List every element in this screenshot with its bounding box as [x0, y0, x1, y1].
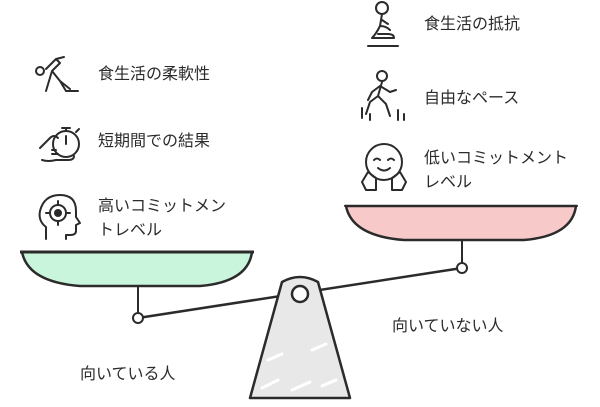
walking-person-icon	[361, 70, 405, 121]
left-pan	[20, 250, 254, 288]
fulcrum-bolt	[290, 284, 310, 304]
left-pivot	[132, 312, 144, 324]
left-caption: 向いている人	[80, 364, 176, 383]
yoga-pose-icon	[35, 56, 79, 92]
right-item-2-label: 自由なペース	[424, 88, 520, 107]
right-pivot	[456, 262, 468, 274]
stopwatch-hand-icon	[39, 127, 80, 162]
left-item-3-label: 高いコミットメントレベル	[98, 196, 227, 239]
fulcrum-hatch	[260, 342, 338, 392]
fulcrum	[248, 275, 352, 400]
relaxed-face-icon	[361, 143, 407, 191]
head-target-icon	[38, 194, 81, 240]
right-pan	[344, 204, 578, 242]
meditation-icon	[367, 1, 399, 47]
right-caption: 向いていない人	[392, 316, 504, 335]
right-item-1-label: 食生活の抵抗	[424, 14, 521, 33]
right-item-3-label: 低いコミットメントレベル	[424, 148, 569, 191]
left-item-1-label: 食生活の柔軟性	[98, 64, 211, 83]
left-item-2-label: 短期間での結果	[98, 131, 211, 150]
